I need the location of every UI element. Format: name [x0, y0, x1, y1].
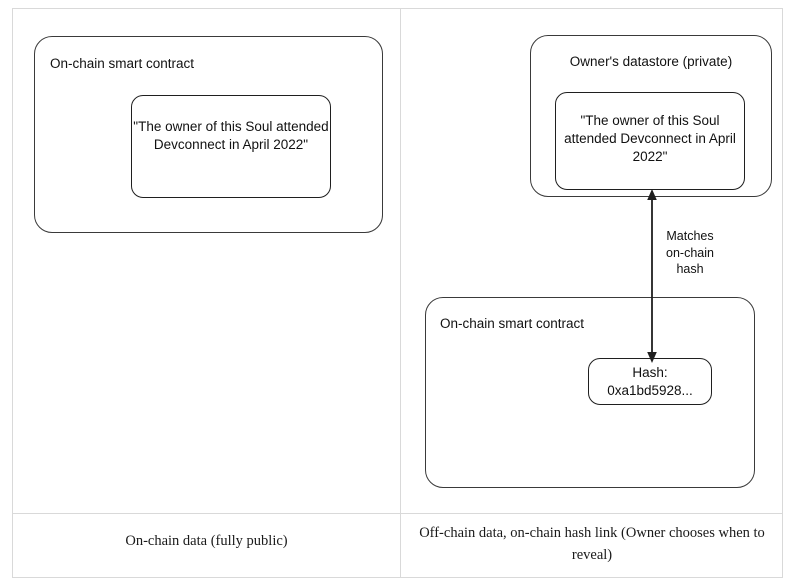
- right-caption: Off-chain data, on-chain hash link (Owne…: [419, 525, 765, 563]
- left-claim-box: "The owner of this Soul attended Devconn…: [131, 95, 331, 198]
- connector-label: Matches on-chain hash: [666, 229, 714, 276]
- hash-text: Hash: 0xa1bd5928...: [607, 365, 693, 398]
- right-claim-box: "The owner of this Soul attended Devconn…: [555, 92, 745, 190]
- right-contract-box-title: On-chain smart contract: [440, 316, 585, 331]
- hash-box: Hash: 0xa1bd5928...: [588, 358, 712, 405]
- right-claim-text: "The owner of this Soul attended Devconn…: [564, 113, 736, 164]
- left-claim-text: "The owner of this Soul attended Devconn…: [133, 119, 329, 152]
- left-caption: On-chain data (fully public): [125, 533, 288, 549]
- owner-datastore-box-title: Owner's datastore (private): [569, 54, 733, 69]
- horizontal-caption-divider: [12, 513, 783, 514]
- vertical-column-divider: [400, 8, 401, 578]
- left-contract-box-title: On-chain smart contract: [50, 56, 195, 71]
